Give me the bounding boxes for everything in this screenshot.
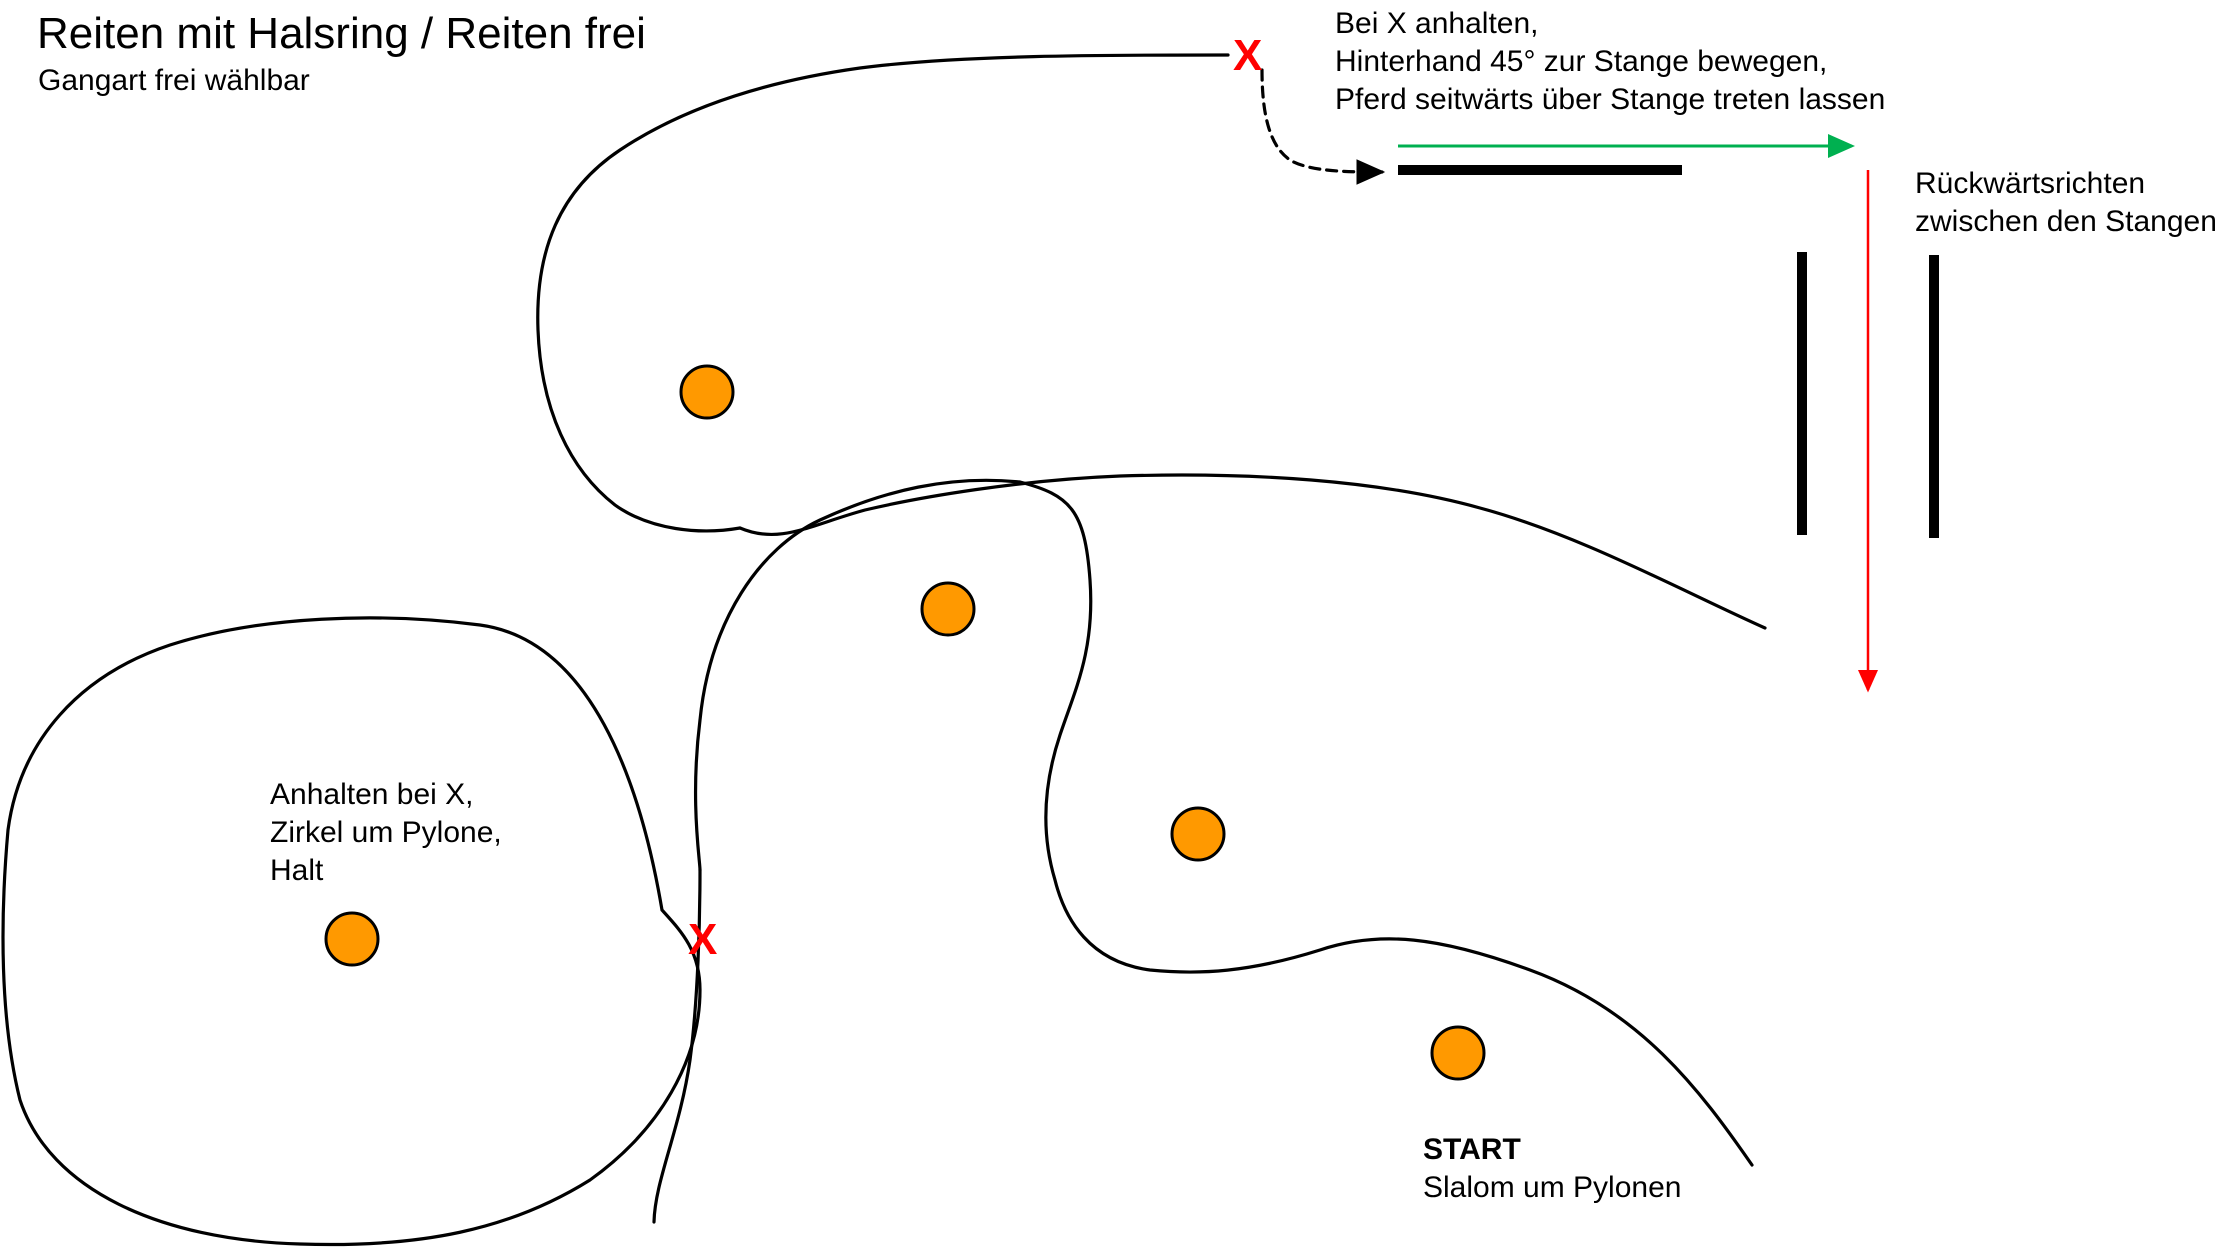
- back-up-instructions: Rückwärtsrichten zwischen den Stangen: [1915, 165, 2217, 241]
- circle-line-2: Zirkel um Pylone,: [270, 816, 502, 849]
- to-pole-dashed-arrow: [1260, 68, 1386, 185]
- side-pass-instructions: Bei X anhalten, Hinterhand 45° zur Stang…: [1335, 5, 1885, 119]
- side-pass-line-1: Bei X anhalten,: [1335, 7, 1539, 40]
- back-up-line-2: zwischen den Stangen: [1915, 205, 2217, 238]
- side-pass-line-2: Hinterhand 45° zur Stange bewegen,: [1335, 45, 1828, 78]
- diagram-title: Reiten mit Halsring / Reiten frei: [37, 9, 646, 58]
- pylon-icon: [679, 364, 735, 420]
- pylon-icon: [920, 581, 976, 637]
- start-label: START: [1423, 1133, 1521, 1166]
- start-text: Slalom um Pylonen: [1423, 1171, 1682, 1204]
- diagram-subtitle: Gangart frei wählbar: [38, 64, 310, 97]
- back-up-line-1: Rückwärtsrichten: [1915, 167, 2146, 200]
- side-pass-line-3: Pferd seitwärts über Stange treten lasse…: [1335, 83, 1886, 116]
- pylon-icon: [1430, 1025, 1486, 1081]
- stop-marker-top: X: [1233, 31, 1263, 80]
- start-instructions: START Slalom um Pylonen: [1423, 1131, 1681, 1207]
- pylon-icon: [324, 911, 380, 967]
- circle-line-3: Halt: [270, 854, 324, 887]
- upper-loop-path: [536, 53, 1230, 533]
- circle-instructions: Anhalten bei X, Zirkel um Pylone, Halt: [270, 776, 502, 890]
- stop-marker-left: X: [688, 915, 718, 964]
- slalom-path: [693, 478, 1754, 1167]
- pylon-icon: [1170, 806, 1226, 862]
- circle-line-1: Anhalten bei X,: [270, 778, 474, 811]
- circle-path: [1, 616, 702, 1247]
- sweep-path: [738, 473, 1767, 630]
- descent-path: [652, 868, 702, 1224]
